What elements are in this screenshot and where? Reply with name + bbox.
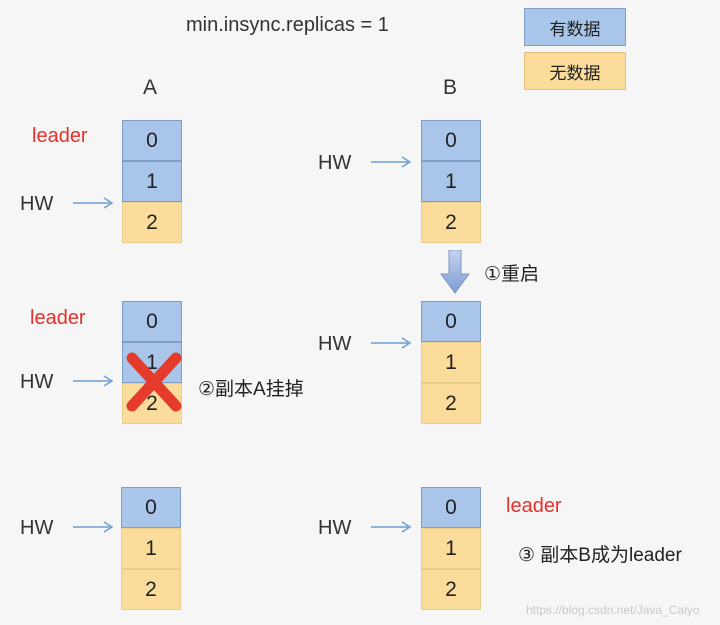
hw-arrow-a1 <box>72 196 116 215</box>
log-cell-0: 0 <box>421 487 481 528</box>
column-a-label: A <box>143 76 158 99</box>
hw-arrow-a2 <box>72 374 116 393</box>
diagram-title: min.insync.replicas = 1 <box>186 14 389 36</box>
down-arrow-icon <box>440 249 470 299</box>
column-b-label: B <box>443 76 458 99</box>
leader-label-b3: leader <box>506 495 562 517</box>
log-cell-1: 1 <box>122 161 182 202</box>
log-cell-2: 2 <box>421 569 481 610</box>
log-cell-0: 0 <box>421 120 481 161</box>
log-cell-1: 1 <box>421 528 481 569</box>
legend-has-data: 有数据 <box>524 8 626 46</box>
hw-label-a3: HW <box>20 517 54 539</box>
log-cell-2: 2 <box>122 202 182 243</box>
hw-label-a2: HW <box>20 371 54 393</box>
replica-b-log-2: 0 1 2 <box>421 301 481 424</box>
log-cell-0: 0 <box>121 487 181 528</box>
legend-no-data-label: 无数据 <box>549 63 601 83</box>
hw-arrow-b3 <box>370 520 414 539</box>
hw-label-a1: HW <box>20 193 54 215</box>
hw-arrow-a3 <box>72 520 116 539</box>
log-cell-0: 0 <box>122 301 182 342</box>
replica-b-log-3: 0 1 2 <box>421 487 481 610</box>
step-replica-b-leader-label: ③ 副本B成为leader <box>518 545 682 566</box>
step-replica-a-down-label: ②副本A挂掉 <box>198 379 304 400</box>
hw-label-b1: HW <box>318 152 352 174</box>
cross-icon <box>126 352 182 417</box>
log-cell-2: 2 <box>421 202 481 243</box>
log-cell-2: 2 <box>121 569 181 610</box>
log-cell-0: 0 <box>122 120 182 161</box>
hw-label-b2: HW <box>318 333 352 355</box>
watermark: https://blog.csdn.net/Java_Caiyo <box>526 603 700 617</box>
log-cell-2: 2 <box>421 383 481 424</box>
leader-label-a2: leader <box>30 307 86 329</box>
hw-label-b3: HW <box>318 517 352 539</box>
hw-arrow-b2 <box>370 336 414 355</box>
replica-b-log-1: 0 1 2 <box>421 120 481 243</box>
log-cell-0: 0 <box>421 301 481 342</box>
log-cell-1: 1 <box>421 161 481 202</box>
legend-has-data-label: 有数据 <box>549 19 601 39</box>
replica-a-log-1: 0 1 2 <box>122 120 182 243</box>
step-restart-label: ①重启 <box>484 264 540 285</box>
leader-label-a1: leader <box>32 125 88 147</box>
legend-no-data: 无数据 <box>524 52 626 90</box>
log-cell-1: 1 <box>421 342 481 383</box>
log-cell-1: 1 <box>121 528 181 569</box>
hw-arrow-b1 <box>370 155 414 174</box>
replica-a-log-3: 0 1 2 <box>121 487 181 610</box>
